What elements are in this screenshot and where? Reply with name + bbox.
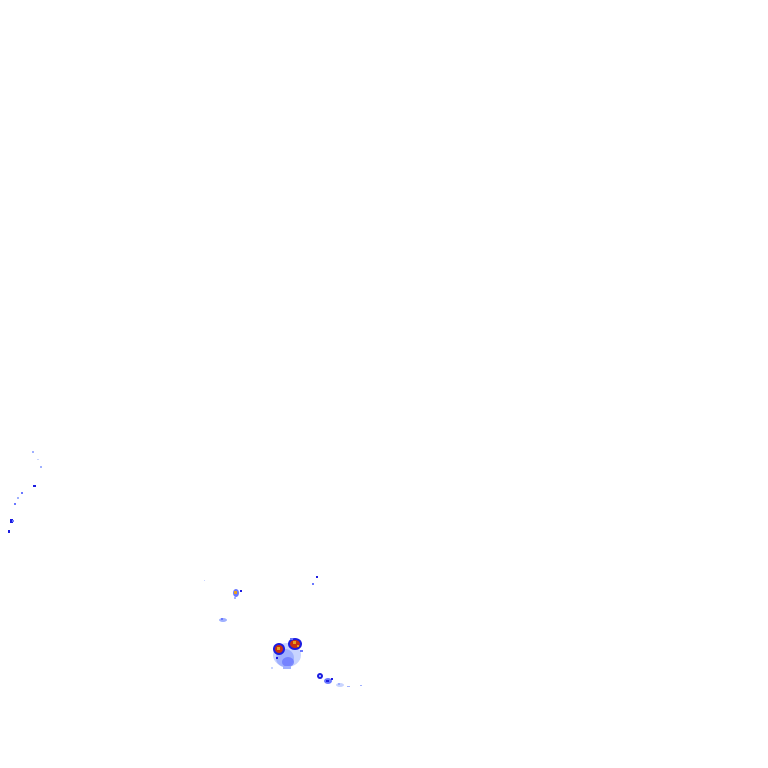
echo-cluster-southeast — [317, 673, 362, 687]
echo-cluster-main — [271, 638, 303, 669]
echo-cluster-west — [8, 451, 42, 533]
echo-cluster-center — [204, 576, 318, 622]
